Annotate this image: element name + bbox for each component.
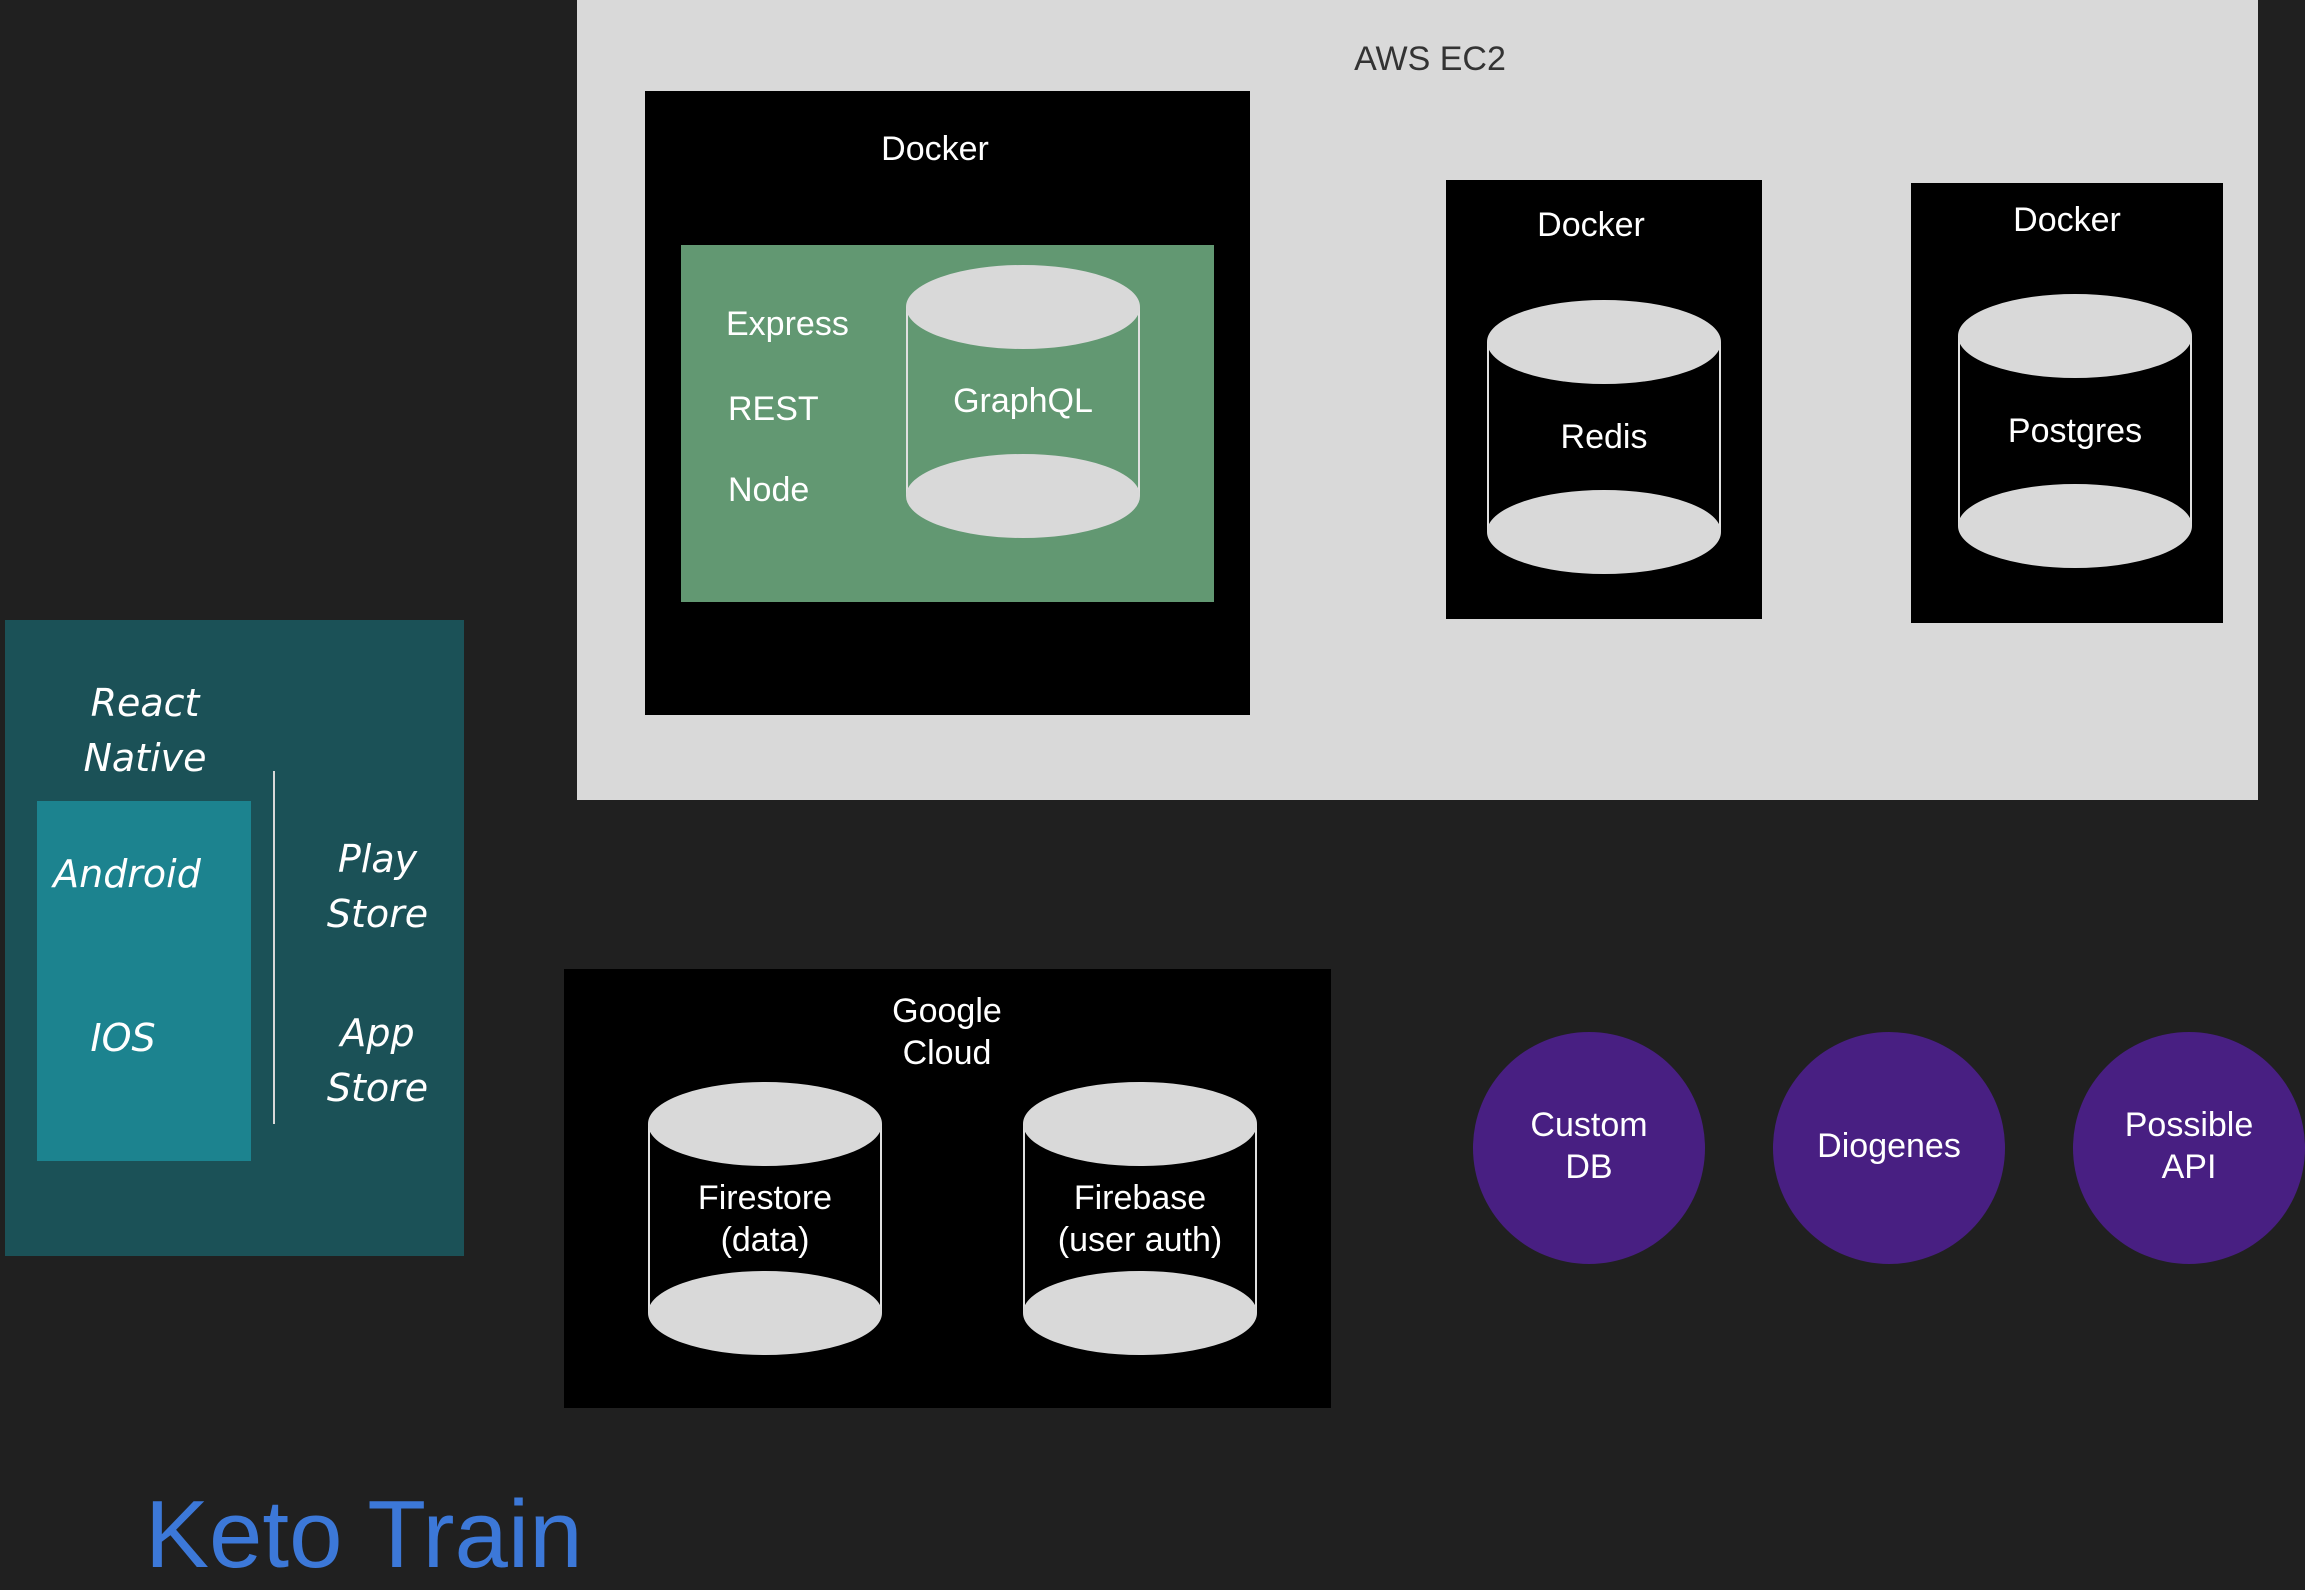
possible-api-label: Possible API <box>2124 1106 2254 1186</box>
firestore-label: Firestore (data) <box>697 1179 833 1259</box>
possible-api-circle <box>2073 1032 2305 1264</box>
firebase-db-cylinder <box>1023 1082 1257 1355</box>
react-native-label: React Native <box>83 681 207 780</box>
firestore-db-cylinder <box>648 1082 882 1355</box>
server-label-rest: REST <box>728 390 819 428</box>
platform-box <box>37 801 251 1161</box>
aws-ec2-label: AWS EC2 <box>1354 40 1506 78</box>
ios-label: IOS <box>90 1016 156 1060</box>
custom-db-circle <box>1473 1032 1705 1264</box>
server-label-express: Express <box>726 305 849 343</box>
app-title: Keto Train <box>145 1481 583 1588</box>
android-label: Android <box>53 852 201 896</box>
firebase-label: Firebase (user auth) <box>1057 1179 1223 1259</box>
docker-label-postgres: Docker <box>2013 201 2121 239</box>
custom-db-label: Custom DB <box>1530 1106 1648 1186</box>
postgres-db-cylinder <box>1958 294 2192 568</box>
diogenes-label: Diogenes <box>1817 1127 1961 1165</box>
google-cloud-label: Google Cloud <box>892 992 1002 1072</box>
server-label-node: Node <box>728 471 810 509</box>
play-store-label: Play Store <box>326 837 429 936</box>
redis-label: Redis <box>1560 418 1648 456</box>
graphql-db-cylinder <box>906 265 1140 538</box>
docker-label-redis: Docker <box>1537 206 1645 244</box>
postgres-label: Postgres <box>2007 412 2143 450</box>
docker-label-main: Docker <box>881 130 989 168</box>
diogenes-circle <box>1773 1032 2005 1264</box>
app-store-label: App Store <box>326 1011 429 1110</box>
graphql-label: GraphQL <box>953 382 1093 420</box>
redis-db-cylinder <box>1487 300 1721 574</box>
divider-line <box>273 771 275 1124</box>
